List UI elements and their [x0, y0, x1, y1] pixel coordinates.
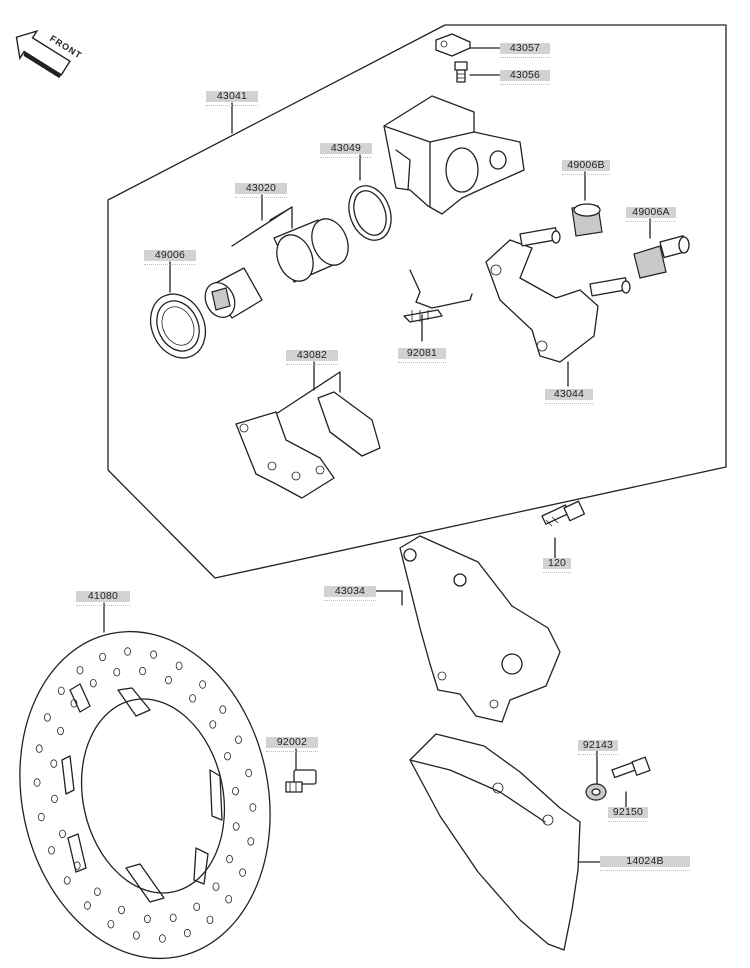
brake-pads-43082: [235, 391, 381, 499]
disc-vent-hole: [225, 895, 233, 904]
caliper-bracket-43034: [399, 535, 561, 723]
part-label-92081: 92081: [398, 348, 446, 363]
disc-vent-hole: [89, 679, 97, 688]
disc-vent-hole: [224, 752, 231, 761]
disc-vent-hole: [235, 735, 242, 744]
disc-vent-hole: [57, 686, 65, 695]
pin-boot-49006B: [571, 203, 603, 237]
disc-vent-hole: [107, 920, 115, 929]
disc-vent-hole: [169, 913, 177, 922]
disc-vent-hole: [209, 720, 217, 729]
part-label-43056: 43056: [500, 70, 550, 85]
part-label-49006: 49006: [144, 250, 196, 265]
bolt-92150: [611, 756, 651, 779]
disc-vent-hole: [249, 803, 257, 812]
disc-vent-hole: [84, 901, 91, 910]
disc-vent-hole: [212, 882, 220, 891]
bolt-120: [541, 500, 586, 527]
disc-vent-hole: [113, 668, 121, 677]
bleeder-valve-43056: [454, 61, 468, 83]
disc-vent-hole: [143, 914, 151, 924]
disc-vent-hole: [37, 812, 45, 822]
part-label-43049: 43049: [320, 143, 372, 158]
disc-vent-hole: [175, 661, 183, 670]
disc-vent-hole: [139, 666, 147, 676]
front-direction-arrow: [15, 29, 71, 79]
disc-vent-hole: [165, 675, 172, 685]
piston-43020: [273, 218, 349, 283]
part-label-43041: 43041: [206, 91, 258, 106]
part-label-92002: 92002: [266, 737, 318, 752]
disc-vent-hole: [239, 868, 247, 877]
dust-seal-49006: [149, 293, 207, 359]
part-label-43034: 43034: [324, 586, 376, 601]
disc-guard-14024B: [409, 733, 581, 951]
disc-vent-hole: [150, 650, 158, 659]
disc-vent-hole: [247, 837, 255, 846]
part-label-120: 120: [543, 558, 571, 573]
part-label-43082: 43082: [286, 350, 338, 365]
pin-boot-49006A: [633, 235, 690, 279]
caliper-body: [383, 95, 525, 215]
disc-vent-hole: [183, 928, 191, 938]
disc-vent-hole: [76, 666, 84, 675]
disc-vent-hole: [158, 934, 166, 943]
part-label-43044: 43044: [545, 389, 593, 404]
brake-disc-41080: [19, 630, 271, 960]
disc-vent-hole: [59, 829, 66, 838]
caliper-assembly-outline: [107, 24, 727, 579]
part-label-43057: 43057: [500, 43, 550, 58]
disc-vent-hole: [132, 931, 140, 940]
disc-vent-hole: [199, 680, 207, 689]
pad-spring-92081: [403, 269, 473, 323]
bleeder-cap-43057: [435, 33, 471, 57]
disc-vent-hole: [189, 694, 197, 703]
disc-vent-hole: [124, 647, 131, 656]
piston-sleeve-43020: [204, 267, 263, 319]
disc-vent-hole: [50, 759, 58, 768]
disc-vent-hole: [206, 915, 214, 924]
disc-vent-hole: [63, 876, 71, 885]
disc-vent-hole: [232, 787, 239, 796]
disc-vent-hole: [35, 744, 43, 753]
nut-92143: [585, 783, 607, 801]
part-label-49006A: 49006A: [626, 207, 676, 222]
disc-vent-hole: [51, 794, 58, 803]
piston-seal-43049: [348, 185, 392, 241]
disc-vent-hole: [94, 887, 101, 896]
part-label-14024B: 14024B: [600, 856, 690, 871]
screw-92002: [285, 769, 317, 793]
part-label-41080: 41080: [76, 591, 130, 606]
disc-vent-hole: [219, 705, 227, 714]
disc-vent-hole: [48, 846, 55, 855]
disc-vent-hole: [33, 778, 41, 787]
disc-vent-hole: [193, 902, 201, 911]
disc-vent-hole: [245, 768, 253, 778]
part-label-92143: 92143: [578, 740, 618, 755]
disc-vent-hole: [226, 854, 233, 864]
part-label-43020: 43020: [235, 183, 287, 198]
part-label-92150: 92150: [608, 807, 648, 822]
caliper-holder-43044: [485, 227, 631, 363]
disc-vent-hole: [44, 713, 51, 722]
part-label-49006B: 49006B: [562, 160, 610, 175]
disc-vent-hole: [232, 822, 240, 831]
disc-vent-hole: [118, 905, 125, 915]
disc-vent-hole: [99, 652, 106, 662]
disc-vent-hole: [57, 726, 64, 736]
